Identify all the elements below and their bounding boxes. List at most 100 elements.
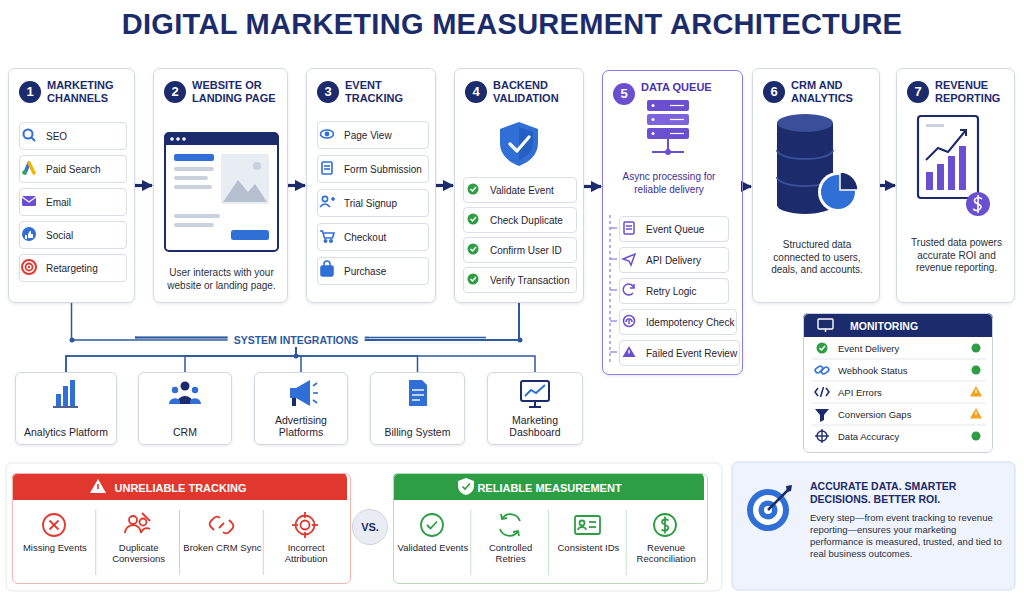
status-row: Data Accuracy (838, 430, 958, 444)
integration-box: Billing System (370, 372, 465, 445)
monitoring-heading: MONITORING (850, 320, 980, 333)
summary-body: Every step—from event tracking to revenu… (810, 512, 1005, 560)
comparison-item: Missing Events (15, 542, 95, 553)
comparison-panel: RELIABLE MEASUREMENT Validated Events Cont… (393, 473, 708, 584)
box-label: Paid Search (46, 164, 100, 175)
box-label: VS. (361, 521, 379, 533)
box-label: Retry Logic (646, 286, 697, 297)
revenue-chart (918, 116, 990, 216)
section-label: SYSTEM INTEGRATIONS (228, 333, 365, 347)
comparison-item: Controlled Retries (474, 542, 548, 564)
box-label: Billing System (385, 426, 451, 438)
step-box: Checkout (317, 223, 429, 251)
step-number: 1 (19, 81, 41, 103)
step-box: Purchase (317, 257, 429, 285)
step-box: SEO (19, 122, 127, 150)
comparison-panel: UNRELIABLE TRACKING Missing Events Duplica… (12, 473, 351, 584)
step-box: Failed Event Review (619, 340, 740, 366)
box-label: Purchase (344, 266, 386, 277)
comparison-item: Incorrect Attribution (266, 542, 346, 564)
browser-illustration (165, 133, 278, 251)
tracking-icons (320, 130, 335, 276)
step-box: API Delivery (619, 247, 729, 273)
panel-heading: DATA QUEUE (641, 81, 729, 94)
flow-arrow (436, 184, 453, 187)
step-box: Event Queue (619, 216, 729, 242)
box-label: Verify Transaction (490, 275, 569, 286)
step-box: Social (19, 221, 127, 249)
integration-line (185, 303, 519, 372)
status-row: Webhook Status (838, 364, 958, 378)
status-row: API Errors (838, 386, 958, 400)
box-label: Confirm User ID (490, 245, 562, 256)
step-box: Check Duplicate (463, 207, 577, 233)
box-label: Email (46, 197, 71, 208)
summary-panel: ACCURATE DATA. SMARTER DECISIONS. BETTER… (732, 462, 1015, 590)
box-label: Page View (344, 130, 392, 141)
box-label: Idempotency Check (646, 317, 734, 328)
panel-body: Trusted data powers accurate ROI and rev… (903, 237, 1010, 275)
stage-panel: 7REVENUE REPORTINGTrusted data powers ac… (896, 68, 1015, 303)
stage-panel: 5 DATA QUEUE Async processing for reliable… (602, 70, 743, 375)
step-box: Idempotency Check (619, 309, 737, 335)
box-label: Marketing Dashboard (494, 414, 576, 438)
box-label: Form Submission (344, 164, 422, 175)
step-box: Retargeting (19, 254, 127, 282)
status-row: Conversion Gaps (838, 408, 958, 422)
step-number: 6 (763, 81, 785, 103)
box-label: Checkout (344, 232, 386, 243)
box-label: Trial Signup (344, 198, 397, 209)
panel-heading: BACKEND VALIDATION (493, 79, 579, 105)
stage-panel: 6 CRM AND ANALYTICS Structured data connec… (752, 68, 880, 303)
channel-icons (22, 130, 36, 275)
box-label: Advertising Platforms (261, 414, 341, 438)
monitoring-panel: MONITORING Event DeliveryWebhook StatusAP… (803, 313, 993, 453)
step-box: Email (19, 188, 127, 216)
summary-heading: ACCURATE DATA. SMARTER DECISIONS. BETTER… (810, 480, 1005, 506)
box-label: Event Queue (646, 224, 704, 235)
monitoring-icons (812, 319, 986, 443)
step-number: 3 (317, 81, 339, 103)
database-illustration (777, 114, 858, 214)
integration-box: CRM (138, 372, 232, 445)
box-label: SEO (46, 131, 67, 142)
panel-heading: MARKETING CHANNELS (47, 79, 130, 105)
status-row: Event Delivery (838, 342, 958, 356)
step-box: Retry Logic (619, 278, 729, 304)
versus-circle: VS. (352, 509, 388, 545)
integration-line (66, 303, 519, 372)
stage-panel: 4 BACKEND VALIDATION Validate EventCheck D… (454, 68, 584, 303)
panel-heading: REVENUE REPORTING (935, 79, 1010, 105)
stage-panel: 1 MARKETING CHANNELS SEO Paid SearchEmailSo… (8, 68, 135, 303)
step-number: 2 (164, 81, 186, 103)
comparison-item: Duplicate Conversions (99, 542, 179, 564)
panel-body: Structured data connected to users, deal… (760, 239, 874, 277)
comparison-item: Revenue Reconciliation (629, 542, 703, 564)
flow-arrow (135, 184, 152, 187)
panel-heading: WEBSITE OR LANDING PAGE (192, 79, 283, 105)
integration-box: Analytics Platform (15, 372, 117, 445)
box-label: Validate Event (490, 185, 554, 196)
step-box: Form Submission (317, 155, 429, 183)
panel-heading: CRM AND ANALYTICS (791, 79, 875, 105)
box-label: Analytics Platform (24, 426, 108, 438)
flow-arrow (288, 184, 305, 187)
step-box: Paid Search (19, 155, 127, 183)
step-box: Validate Event (463, 177, 577, 203)
step-number: 5 (613, 83, 635, 105)
diagram-title: DIGITAL MARKETING MEASUREMENT ARCHITECTU… (0, 8, 1024, 41)
step-box: Trial Signup (317, 189, 429, 217)
stage-panel: 3EVENT TRACKINGPage ViewForm SubmissionT… (306, 68, 436, 303)
step-number: 4 (465, 81, 487, 103)
comparison-heading: UNRELIABLE TRACKING (13, 481, 348, 495)
comparison-item: Validated Events (396, 542, 470, 553)
box-label: Retargeting (46, 263, 98, 274)
panel-body: Async processing for reliable delivery (611, 171, 727, 196)
integration-box: Marketing Dashboard (487, 372, 583, 445)
target-icon (747, 485, 792, 531)
flow-arrow (584, 185, 601, 188)
comparison-heading: RELIABLE MEASUREMENT (394, 481, 705, 495)
integration-box: Advertising Platforms (254, 372, 348, 445)
box-label: Failed Event Review (646, 348, 737, 359)
box-label: Check Duplicate (490, 215, 563, 226)
